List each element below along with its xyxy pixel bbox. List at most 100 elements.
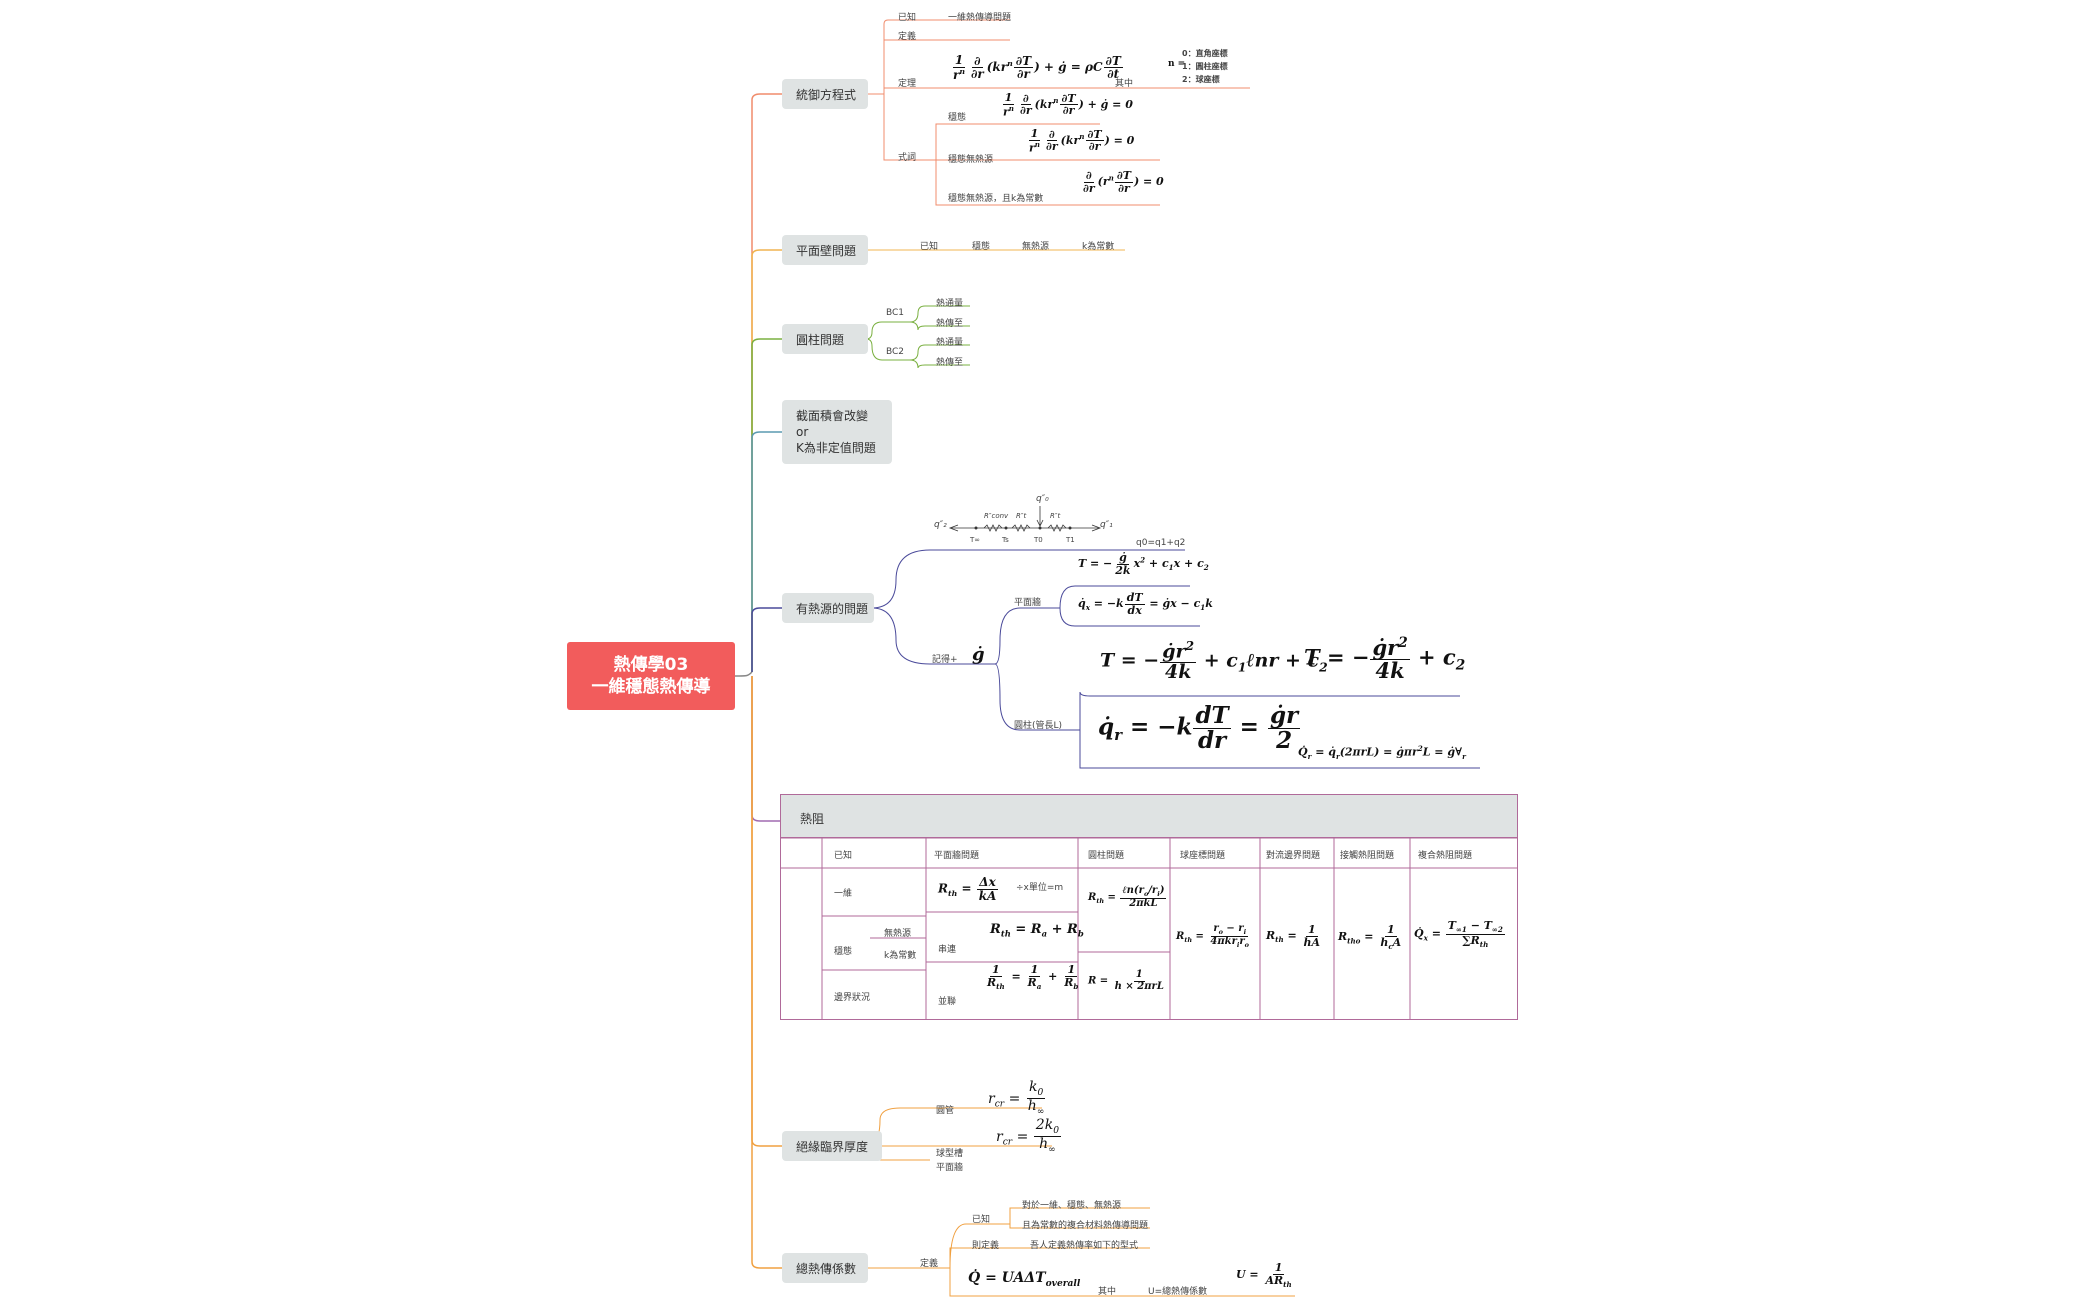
circuit-t-inf: T∞ bbox=[970, 536, 981, 544]
branch-line-7 bbox=[751, 676, 782, 1147]
root-topic[interactable]: 熱傳學03 一維穩態熱傳導 bbox=[567, 642, 735, 710]
circuit-q-right: q″₁ bbox=[1100, 520, 1113, 530]
th-convection: 對流邊界問題 bbox=[1266, 851, 1321, 861]
topic-overall-coefficient[interactable]: 總熱傳係數 bbox=[782, 1253, 868, 1283]
th-cylinder: 圓柱問題 bbox=[1088, 851, 1125, 861]
b8-then: 則定義 bbox=[972, 1241, 1000, 1251]
cell-cylinder-rth: Rth = ℓn(ro/ri)2πkL bbox=[1088, 885, 1167, 909]
b8-then-value: 吾人定義熱傳率如下的型式 bbox=[1030, 1241, 1139, 1251]
topic-label: 統御方程式 bbox=[796, 87, 857, 102]
topic-variable-area[interactable]: 截面積會改變 or K為非定值問題 bbox=[782, 400, 892, 464]
b1-steady: 穩態 bbox=[948, 113, 967, 123]
circuit-t-0: T0 bbox=[1034, 536, 1043, 544]
b7-plane: 平面牆 bbox=[936, 1163, 964, 1173]
b3-transfer-2: 熱傳至 bbox=[936, 358, 964, 368]
circuit-r1: R″conv bbox=[984, 512, 1009, 520]
b2-known: 已知 bbox=[920, 242, 939, 252]
b2-nogen: 無熱源 bbox=[1022, 242, 1050, 252]
b8-known-1: 對於一維、穩態、無熱源 bbox=[1022, 1201, 1122, 1211]
b3-bc2: BC2 bbox=[886, 347, 905, 357]
topic-heat-generation[interactable]: 有熱源的問題 bbox=[782, 593, 874, 623]
b8-where-value: U=總熱傳係數 bbox=[1148, 1287, 1208, 1297]
topic-line-1: 截面積會改變 bbox=[796, 409, 869, 423]
th-contact: 接觸熱阻問題 bbox=[1340, 851, 1395, 861]
row-1d: 一維 bbox=[834, 889, 853, 899]
branch-line-5 bbox=[751, 607, 782, 672]
branch-line-8 bbox=[751, 676, 782, 1269]
topic-plane-wall[interactable]: 平面壁問題 bbox=[782, 235, 868, 265]
root-subtitle: 一維穩態熱傳導 bbox=[591, 677, 711, 697]
circuit-r2: R″t bbox=[1016, 512, 1027, 520]
b7-sphere: 球型槽 bbox=[936, 1149, 964, 1159]
cell-parallel-label: 並聯 bbox=[938, 997, 957, 1007]
th-sphere: 球座標問題 bbox=[1180, 851, 1226, 861]
circuit-q-left: q″₂ bbox=[934, 520, 947, 530]
topic-label: 平面壁問題 bbox=[796, 243, 857, 258]
b1-known-value: 一維熱傳導問題 bbox=[948, 13, 1012, 23]
root-title: 熱傳學03 bbox=[613, 655, 689, 675]
b5-g-dot: ġ bbox=[972, 644, 985, 665]
b5-cylinder: 圓柱(管長L) bbox=[1014, 721, 1063, 731]
topic-cylinder[interactable]: 圓柱問題 bbox=[782, 324, 868, 354]
b3-flux-2: 熱通量 bbox=[936, 338, 964, 348]
row-sub-nogen: 無熱源 bbox=[884, 929, 912, 939]
branch-line-6 bbox=[751, 676, 782, 822]
b2-k-const: k為常數 bbox=[1082, 242, 1115, 252]
topic-label: 圓柱問題 bbox=[796, 332, 845, 347]
cell-composite-formula: Q̇x = T∞1 − T∞2∑Rth bbox=[1414, 919, 1505, 949]
branch-line-3 bbox=[751, 338, 782, 672]
topic-label: 絕緣臨界厚度 bbox=[796, 1139, 869, 1154]
branch-line-4 bbox=[751, 431, 782, 672]
cell-plane-note: ÷x單位=m bbox=[1016, 883, 1064, 893]
b2-steady: 穩態 bbox=[972, 242, 991, 252]
row-steady: 穩態 bbox=[834, 947, 853, 957]
cell-series-label: 串連 bbox=[938, 945, 957, 955]
topic-governing-equation[interactable]: 統御方程式 bbox=[782, 79, 868, 109]
cell-series-formula: Rth = Ra + Rb bbox=[990, 922, 1084, 939]
b7-round-pipe: 圓管 bbox=[936, 1106, 955, 1116]
row-sub-k-const: k為常數 bbox=[884, 951, 917, 961]
b5-condition: 記得+ bbox=[932, 655, 958, 665]
b5-cyl-total-formula: Q̇r = q̇r(2πrL) = ġπr2L = ġ∀r bbox=[1298, 744, 1466, 761]
b1-steady-nogen-k: 穩態無熱源，且k為常數 bbox=[948, 194, 1044, 204]
b1-n2: 2：球座標 bbox=[1182, 75, 1220, 84]
b8-known: 已知 bbox=[972, 1215, 991, 1225]
row-boundary: 邊界狀況 bbox=[834, 993, 871, 1003]
b5-q-note: q0=q1+q2 bbox=[1136, 538, 1186, 548]
topic-line-3: K為非定值問題 bbox=[796, 441, 876, 455]
b1-definition: 定義 bbox=[898, 32, 917, 42]
th-known: 已知 bbox=[834, 851, 853, 861]
circuit-t-1: T1 bbox=[1066, 536, 1075, 544]
topic-line-2: or bbox=[796, 425, 809, 439]
b8-known-2: 且為常數的複合材料熱傳導問題 bbox=[1022, 1221, 1149, 1231]
b1-law: 定理 bbox=[898, 79, 917, 89]
b1-n1: 1：圓柱座標 bbox=[1182, 62, 1228, 71]
b1-where: 其中 bbox=[1115, 79, 1134, 89]
topic-thermal-resistance[interactable]: 熱阻 bbox=[800, 812, 825, 826]
circuit-r3: R″t bbox=[1050, 512, 1061, 520]
b1-n0: 0：直角座標 bbox=[1182, 49, 1228, 58]
circuit-q-0: q″₀ bbox=[1036, 494, 1049, 504]
b1-steady-nogen: 穩態無熱源 bbox=[948, 155, 994, 165]
b1-known: 已知 bbox=[898, 13, 917, 23]
b5-plane-wall: 平面牆 bbox=[1014, 598, 1042, 608]
topic-label: 總熱傳係數 bbox=[796, 1261, 857, 1276]
branch-line-2 bbox=[751, 249, 782, 672]
topic-critical-insulation[interactable]: 絕緣臨界厚度 bbox=[782, 1131, 882, 1161]
